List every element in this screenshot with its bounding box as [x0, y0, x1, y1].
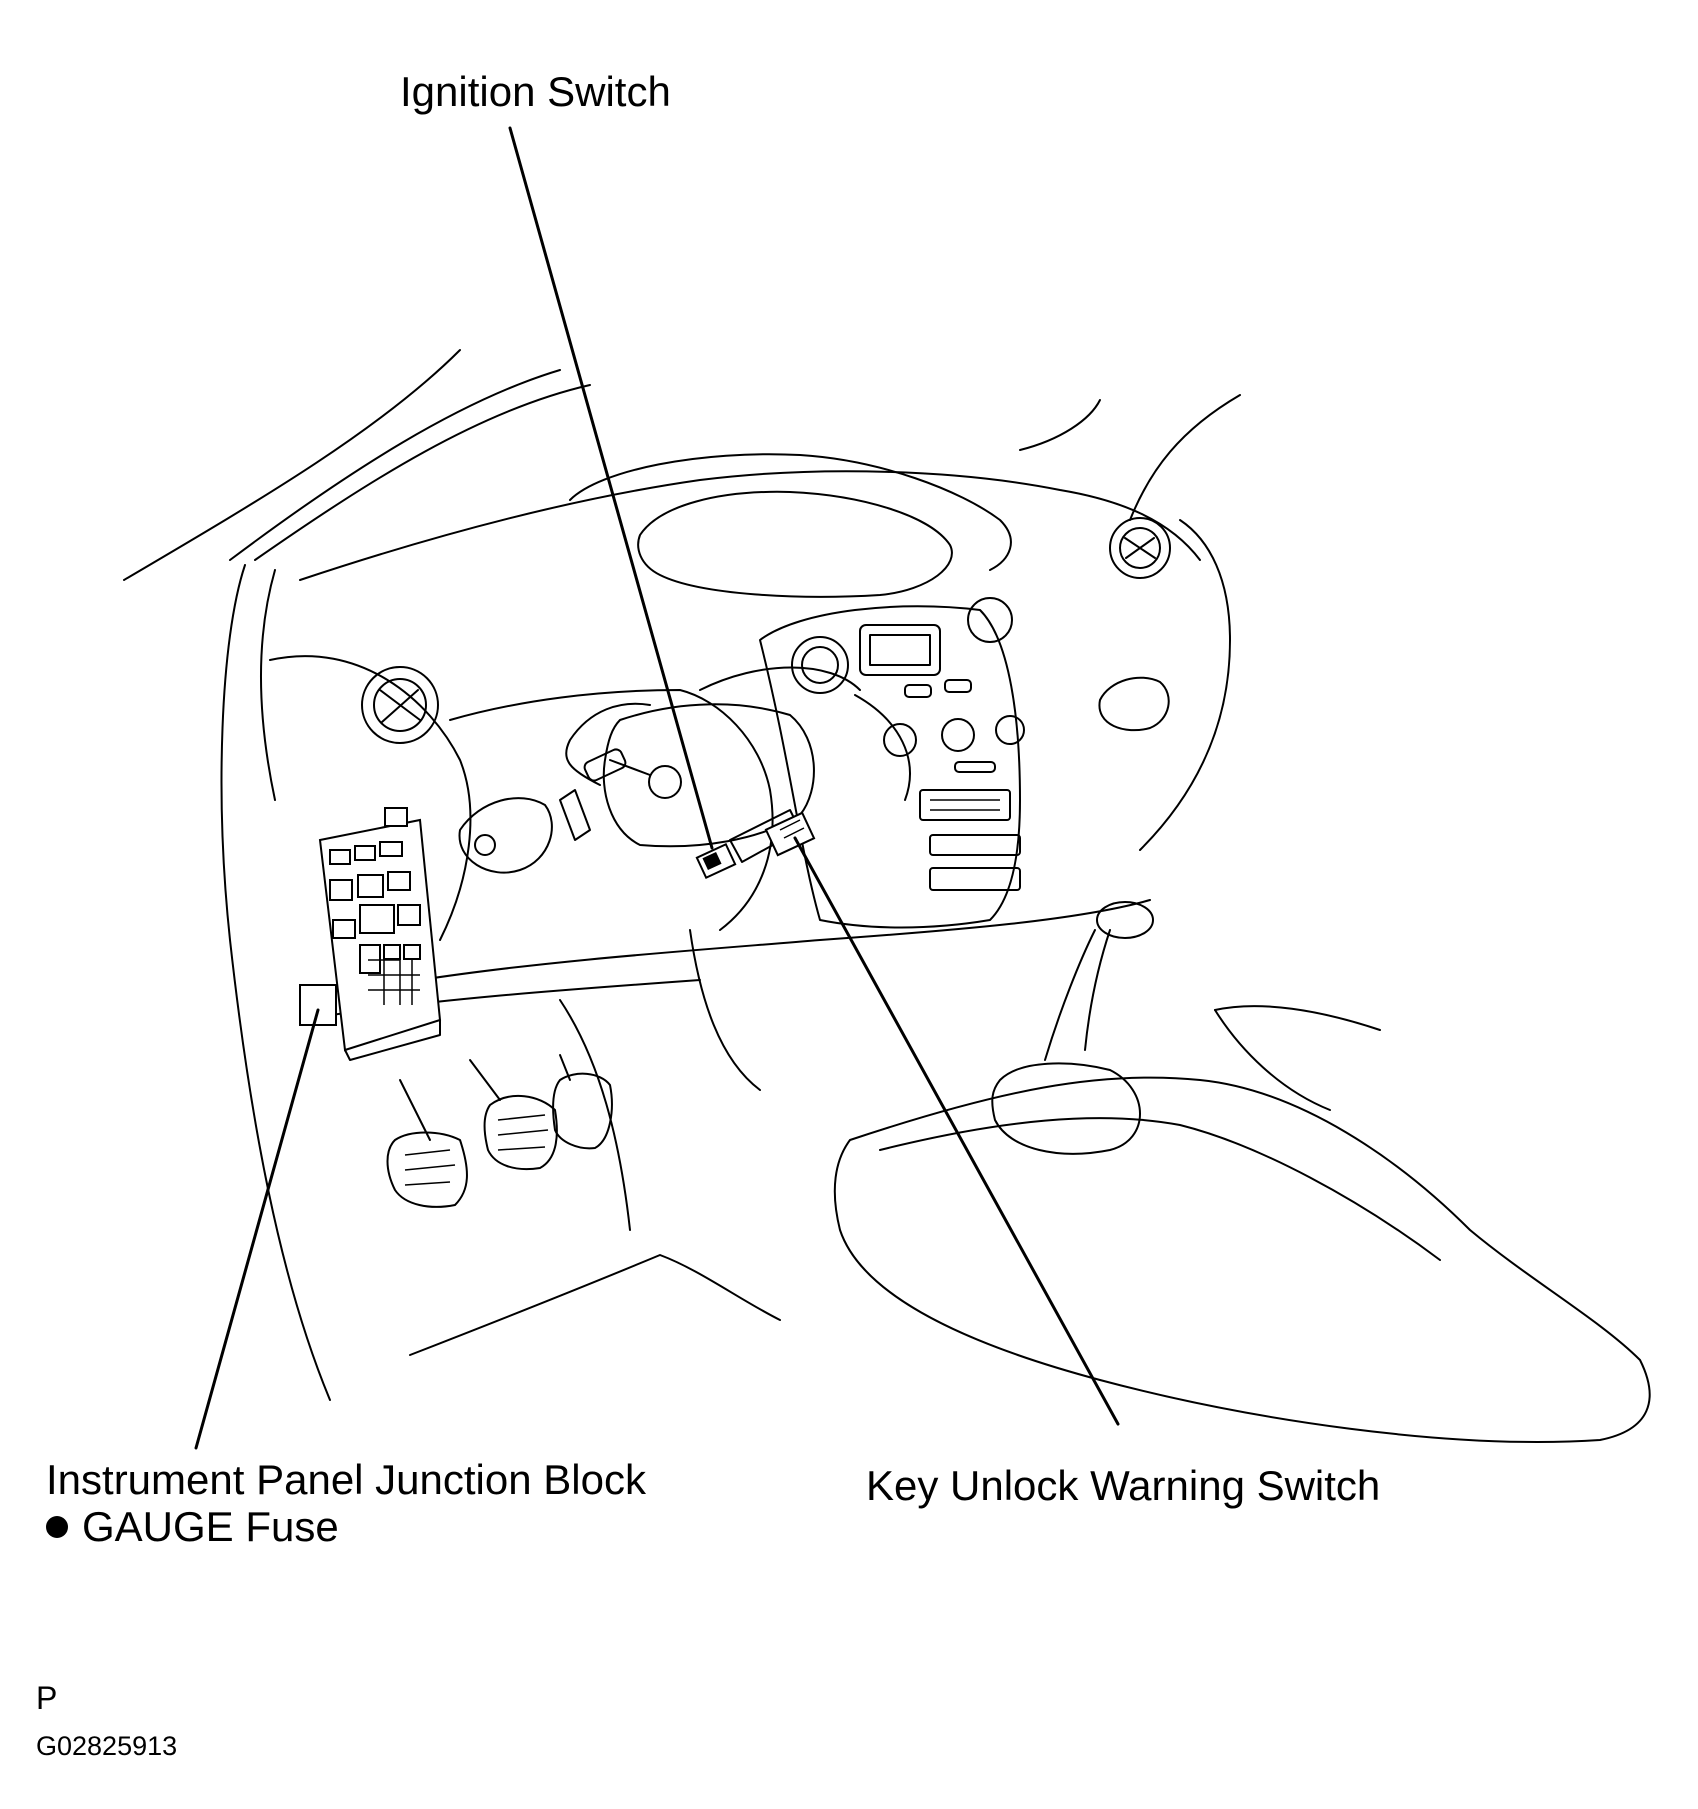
side-vent	[1098, 676, 1170, 732]
dash-lower-edge	[419, 899, 1151, 981]
door-line-right	[1129, 394, 1241, 521]
gauge-fuse-item: GAUGE Fuse	[46, 1503, 339, 1551]
dashboard-top	[299, 470, 1201, 581]
dash-lower-left	[269, 655, 472, 941]
steering-column	[565, 666, 911, 848]
pedals	[386, 1054, 613, 1208]
left-switch-panel	[458, 789, 591, 874]
dash-right-edge	[1139, 519, 1231, 851]
center-stack	[759, 597, 1025, 929]
ignition-switch-connector	[695, 809, 816, 880]
a-pillar	[220, 564, 331, 1401]
right-vent	[1109, 517, 1171, 579]
page-letter: P	[36, 1680, 58, 1716]
key-unlock-leader	[793, 836, 1120, 1426]
bullet-icon	[46, 1516, 68, 1538]
ignition-switch-leader	[508, 126, 714, 850]
windshield-inner	[229, 369, 561, 561]
junction-block-leader	[194, 1008, 320, 1450]
instrument-hood-inner	[637, 490, 953, 598]
left-vent	[361, 666, 439, 744]
windshield-edge	[123, 349, 461, 581]
instrument-hood	[569, 453, 1012, 571]
key-unlock-switch-label: Key Unlock Warning Switch	[866, 1462, 1381, 1509]
a-pillar-inner	[260, 569, 276, 801]
door-line-upper	[1019, 399, 1101, 451]
floor-line	[409, 1254, 781, 1356]
dash-front-face	[449, 689, 774, 931]
gauge-fuse-label: GAUGE Fuse	[82, 1503, 339, 1550]
center-console	[689, 901, 1651, 1443]
key-cylinder	[583, 748, 682, 799]
windshield-inner-2	[254, 384, 591, 561]
figure-code: G02825913	[36, 1731, 178, 1761]
ignition-switch-label: Ignition Switch	[400, 68, 671, 115]
junction-block-drawing	[299, 807, 442, 1061]
junction-block-label: Instrument Panel Junction Block	[46, 1456, 646, 1503]
kick-panel	[559, 999, 631, 1231]
